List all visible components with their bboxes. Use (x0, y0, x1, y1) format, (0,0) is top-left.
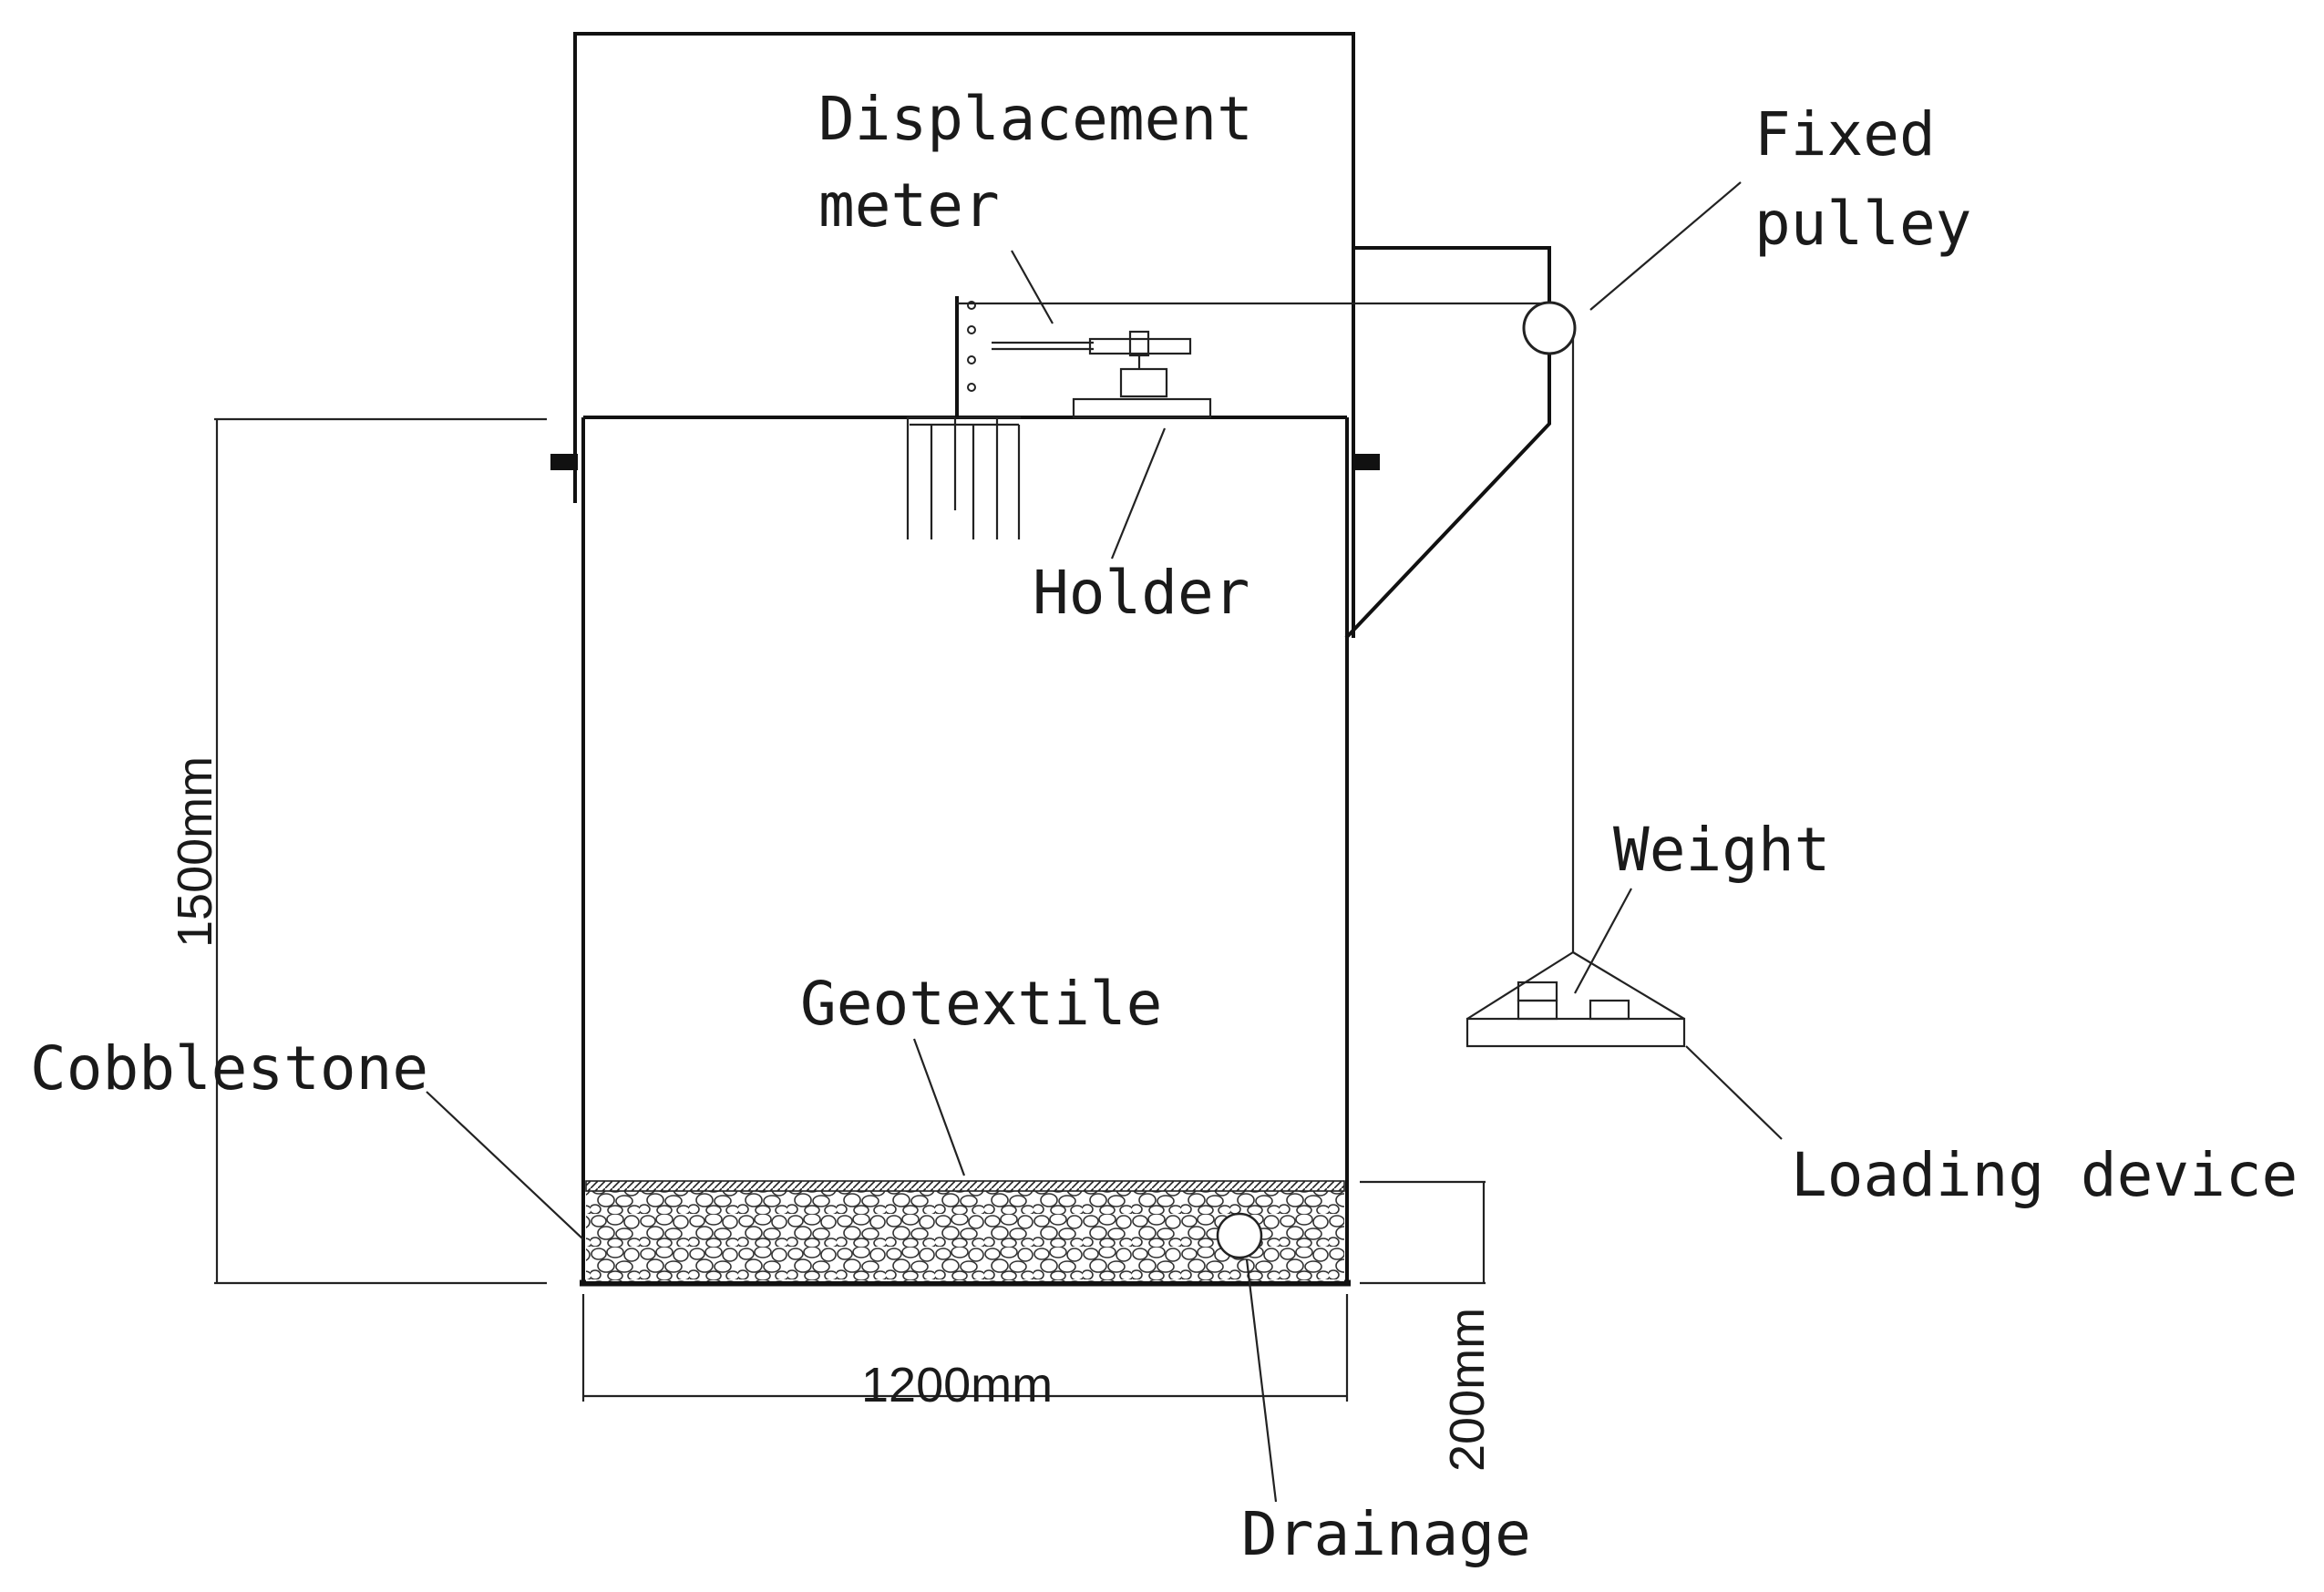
holder-plate (1072, 397, 1212, 419)
label-displacement-meter-line2: meter (818, 170, 1000, 241)
drainage-hole (1216, 1212, 1263, 1259)
label-cobblestone: Cobblestone (30, 1033, 428, 1104)
displacement-meter (955, 296, 1192, 417)
loading-device (1465, 981, 1686, 1048)
pulley-bracket (1344, 246, 1551, 640)
label-geotextile: Geotextile (800, 969, 1162, 1039)
fixed-pulley (1522, 301, 1577, 355)
dim-width-label: 1200mm (861, 1358, 1053, 1412)
label-fixed-pulley-line1: Fixed (1754, 99, 1936, 169)
label-fixed-pulley-line2: pulley (1754, 189, 1971, 259)
dim-height-label: 1500mm (168, 756, 222, 948)
leader-lines (426, 181, 1783, 1503)
weight-block-3 (1589, 999, 1630, 1021)
left-clamp (550, 454, 578, 470)
dim-layer-label: 200mm (1440, 1308, 1495, 1472)
soil-box (550, 416, 1380, 1287)
label-weight: Weight (1613, 815, 1830, 885)
weight-block-1 (1517, 981, 1558, 1002)
label-loading-device: Loading device (1791, 1140, 2298, 1210)
label-displacement-meter-line1: Displacement (818, 84, 1253, 154)
label-holder: Holder (1033, 558, 1249, 628)
weight-block-2 (1517, 999, 1558, 1021)
right-clamp (1352, 454, 1380, 470)
anchor-piles (906, 416, 1021, 539)
wire-rope (957, 302, 1685, 1020)
label-drainage: Drainage (1241, 1499, 1531, 1569)
dimension-lines (214, 417, 1486, 1402)
cobblestone-layer (585, 1180, 1345, 1281)
upper-frame (573, 32, 1355, 442)
geotextile-layer (585, 1180, 1345, 1192)
